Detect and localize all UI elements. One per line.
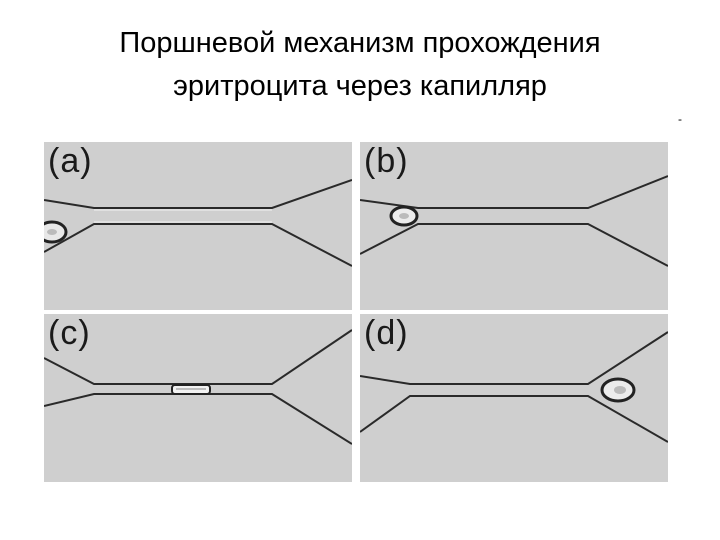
panel-b-label: (b)	[364, 142, 409, 180]
panel-d: (d)	[360, 314, 668, 482]
panel-c: (c)	[44, 314, 352, 482]
panel-b: (b)	[360, 142, 668, 310]
capillary-micrograph-figure: (a) (b) (c) (d)	[44, 142, 668, 482]
panel-d-image	[360, 331, 668, 443]
panel-a: (a)	[44, 142, 352, 310]
panel-d-label: (d)	[364, 314, 409, 352]
panel-c-image	[44, 329, 352, 445]
corner-mark: -	[678, 112, 682, 126]
title-line-2: эритроцита через капилляр	[173, 70, 547, 102]
panel-a-image	[44, 179, 352, 267]
panel-a-label: (a)	[48, 142, 93, 180]
slide-title: Поршневой механизм прохождения эритроцит…	[0, 22, 720, 108]
panel-b-image	[360, 175, 668, 267]
panel-c-label: (c)	[48, 314, 91, 352]
title-line-1: Поршневой механизм прохождения	[119, 27, 601, 59]
